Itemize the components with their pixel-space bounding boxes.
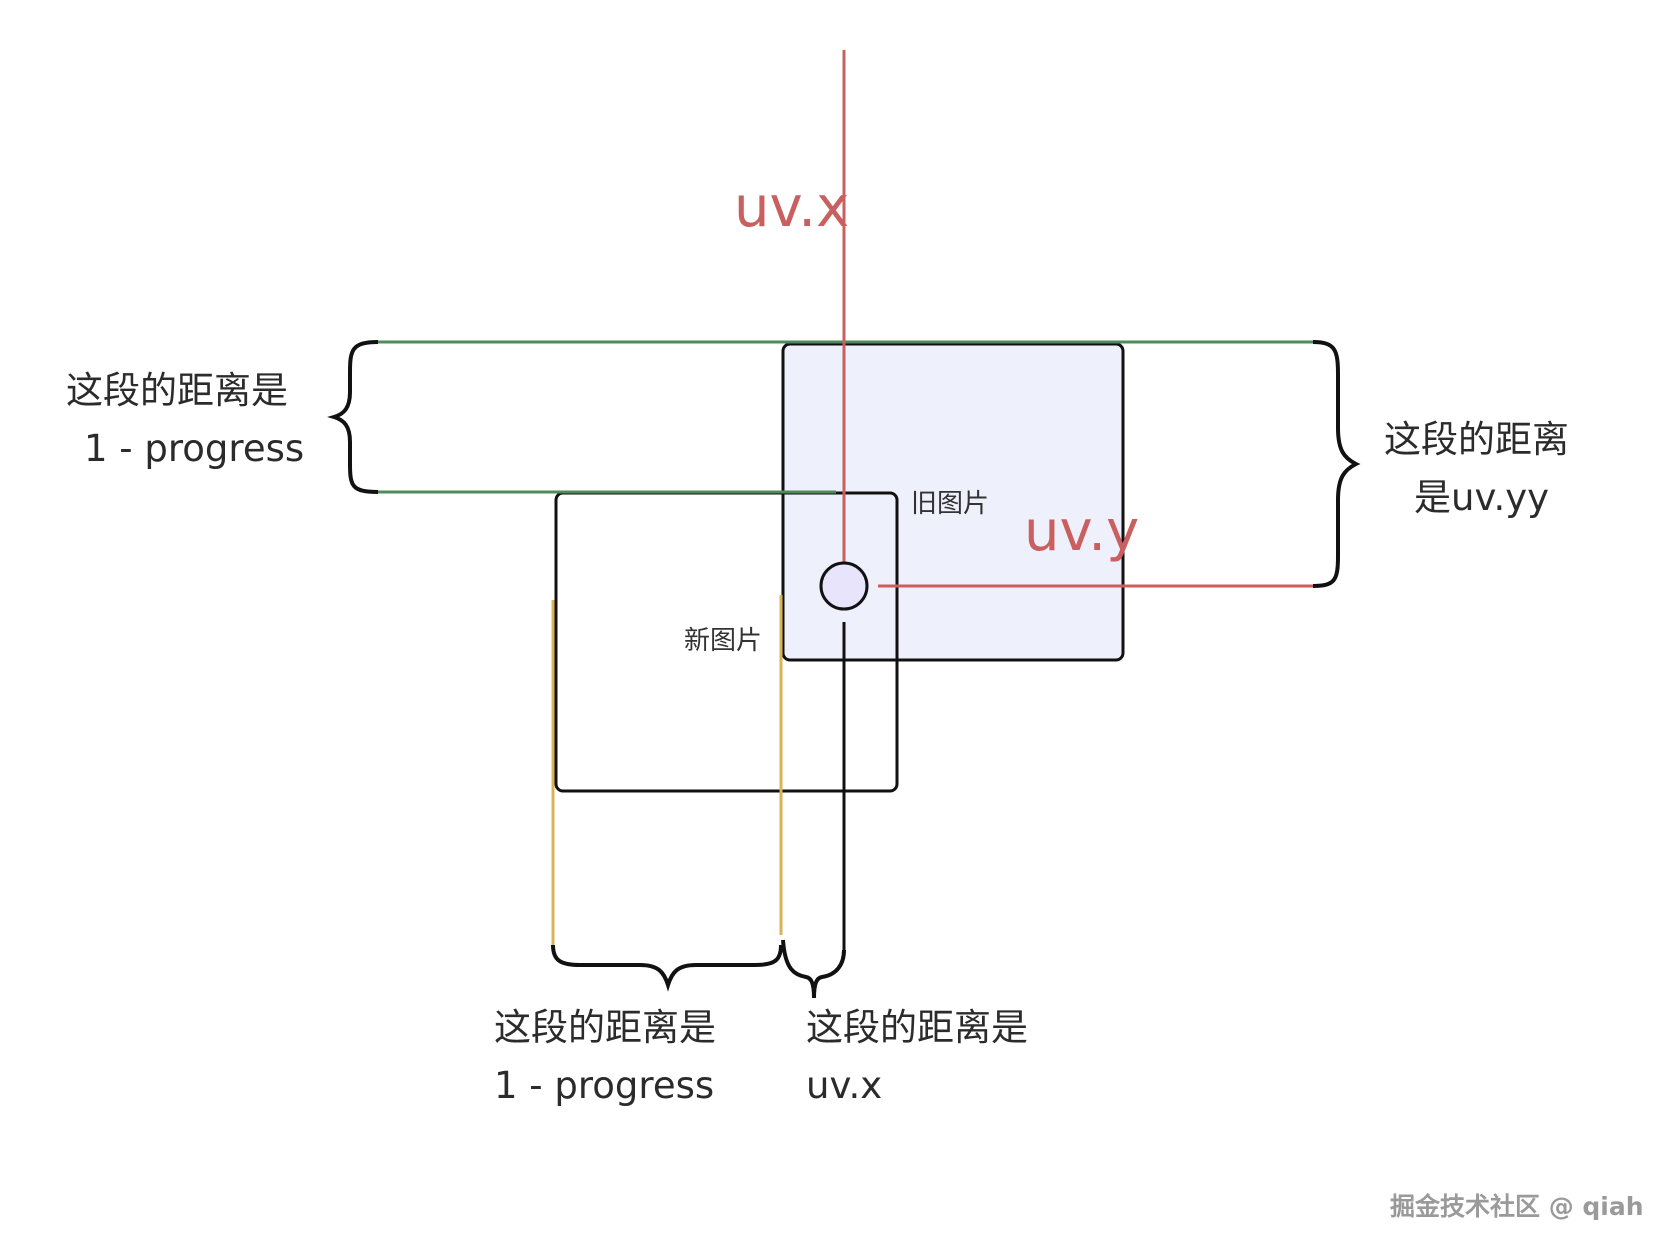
sample-point [819, 561, 869, 611]
bottom-right-label-line2: uv.x [806, 1064, 883, 1107]
bottom-left-brace [551, 944, 783, 992]
watermark: 掘金技术社区 @ qiah [1390, 1192, 1644, 1221]
bottom-right-brace [781, 939, 846, 999]
bottom-left-label-line2: 1 - progress [494, 1064, 715, 1107]
old-image-rect [781, 342, 1125, 662]
axis-label-uv-y: uv.y [1024, 499, 1140, 564]
right-brace-label-line1: 这段的距离 [1384, 418, 1569, 461]
axis-label-uv-x: uv.x [734, 175, 850, 240]
left-brace-label-line2: 1 - progress [84, 427, 305, 470]
left-brace-label-line1: 这段的距离是 [66, 369, 288, 412]
right-brace-label-line2: 是uv.yy [1414, 476, 1550, 519]
bottom-right-label-line1: 这段的距离是 [806, 1006, 1028, 1049]
bottom-left-label-line1: 这段的距离是 [494, 1006, 716, 1049]
old-image-label: 旧图片 [911, 489, 990, 519]
new-image-label: 新图片 [684, 626, 763, 656]
left-brace [327, 340, 379, 494]
right-brace [1312, 340, 1361, 588]
